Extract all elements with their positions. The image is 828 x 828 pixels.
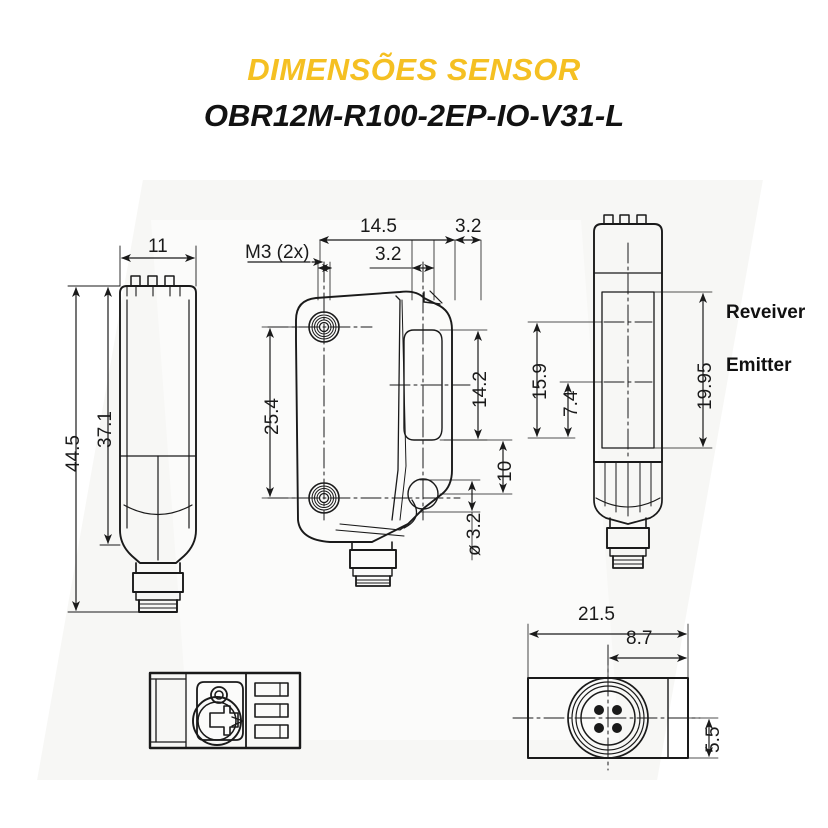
dim-diameter-3-2: ø 3.2	[464, 512, 485, 556]
view-side-left	[119, 275, 197, 613]
dim-height-44-5: 44.5	[63, 435, 84, 472]
view-side-profile	[295, 290, 453, 587]
dim-width-8-7: 8.7	[626, 628, 653, 649]
dim-height-10: 10	[495, 460, 516, 482]
dim-height-7-4: 7.4	[561, 390, 582, 417]
view-front-centerlines	[603, 242, 653, 461]
dim-width-3-2-right: 3.2	[455, 216, 482, 237]
dim-width-14-5: 14.5	[360, 216, 397, 237]
view-bottom-left-detail	[149, 672, 289, 749]
dim-width-3-2-inner: 3.2	[375, 244, 402, 265]
view-connector-dimensions	[527, 623, 719, 759]
dim-height-14-2: 14.2	[470, 371, 491, 408]
page-title: DIMENSÕES SENSOR	[247, 52, 581, 87]
dim-height-15-9: 15.9	[530, 363, 551, 400]
dim-width-11: 11	[148, 236, 168, 257]
view-front-dimensions	[527, 291, 713, 449]
dim-height-37-1: 37.1	[95, 411, 116, 448]
page-subtitle: OBR12M-R100-2EP-IO-V31-L	[203, 98, 625, 133]
view-bottom-left	[148, 671, 302, 750]
dim-m3-note: M3 (2x)	[245, 242, 310, 263]
dim-width-21-5: 21.5	[578, 604, 615, 625]
view-side-left-dimensions	[67, 245, 197, 613]
view-side-profile-dimensions	[247, 236, 513, 561]
dim-height-25-4: 25.4	[262, 398, 283, 435]
label-emitter: Emitter	[726, 355, 792, 376]
dim-height-5-5: 5.5	[703, 726, 724, 753]
view-connector-centerlines	[512, 644, 701, 771]
dim-height-19-95: 19.95	[695, 362, 716, 410]
label-receiver: Reveiver	[726, 302, 806, 323]
